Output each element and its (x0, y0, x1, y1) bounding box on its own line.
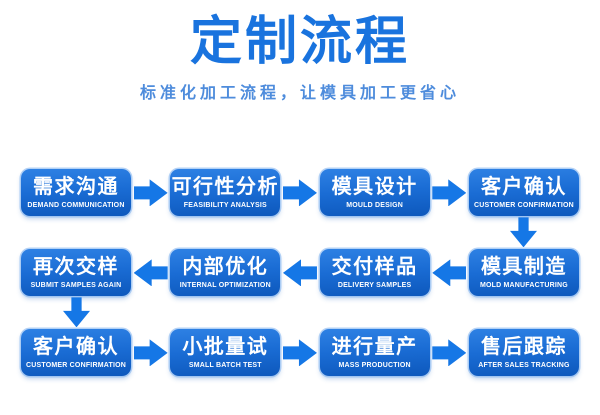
step-label-en: SMALL BATCH TEST (188, 361, 262, 369)
step-label-zh: 模具制造 (480, 255, 567, 278)
step-label-zh: 客户确认 (33, 335, 119, 358)
step-label-zh: 可行性分析 (171, 175, 280, 198)
flow-step-box: 小批量试 SMALL BATCH TEST (170, 329, 281, 377)
custom-process-infographic: 定制流程 标准化加工流程，让模具加工更省心 需求沟通 DEMAND COMMUNI… (0, 13, 600, 415)
page-subtitle: 标准化加工流程，让模具加工更省心 (139, 85, 460, 103)
arrow-down-icon (63, 297, 90, 328)
flow-step-box: 模具制造 MOLD MANUFACTURING (468, 249, 579, 297)
arrow-right-icon (133, 179, 168, 207)
step-label-en: CUSTOMER CONFIRMATION (26, 361, 126, 369)
step-label-en: FEASIBILITY ANALYSIS (183, 201, 267, 209)
flow-step-box: 进行量产 MASS PRODUCTION (319, 329, 430, 377)
step-label-en: AFTER SALES TRACKING (478, 361, 570, 369)
step-label-en: MOLD MANUFACTURING (479, 281, 568, 289)
arrow-right-icon (282, 339, 317, 367)
step-label-en: MASS PRODUCTION (338, 361, 411, 369)
flow-connector (0, 296, 600, 329)
page-title: 定制流程 (189, 13, 410, 71)
step-label-zh: 需求沟通 (33, 175, 119, 198)
flow-step-box: 客户确认 CUSTOMER CONFIRMATION (468, 169, 579, 217)
step-label-zh: 内部优化 (182, 255, 269, 278)
step-label-zh: 小批量试 (182, 335, 269, 358)
flow-step-box: 交付样品 DELIVERY SAMPLES (319, 249, 430, 297)
step-label-zh: 模具设计 (331, 175, 418, 198)
step-label-en: SUBMIT SAMPLES AGAIN (30, 281, 122, 289)
flow-step-box: 售后跟踪 AFTER SALES TRACKING (468, 329, 579, 377)
arrow-right-icon (432, 339, 467, 367)
step-label-zh: 再次交样 (33, 255, 119, 278)
step-label-zh: 交付样品 (331, 255, 418, 278)
flow-step-box: 内部优化 INTERNAL OPTIMIZATION (170, 249, 281, 297)
arrow-right-icon (432, 179, 467, 207)
step-label-en: DELIVERY SAMPLES (337, 281, 412, 289)
arrow-left-icon (282, 259, 317, 287)
step-label-zh: 售后跟踪 (480, 335, 567, 358)
step-label-en: CUSTOMER CONFIRMATION (473, 201, 574, 209)
arrow-right-icon (282, 179, 317, 207)
step-label-zh: 进行量产 (331, 335, 418, 358)
step-label-zh: 客户确认 (480, 175, 567, 198)
flow-step-box: 模具设计 MOULD DESIGN (319, 169, 430, 217)
flow-row-1: 需求沟通 DEMAND COMMUNICATION 可行性分析 FEASIBILITY… (0, 169, 600, 217)
flow-connector (0, 216, 600, 249)
arrow-left-icon (133, 259, 168, 287)
flow-step-box: 需求沟通 DEMAND COMMUNICATION (21, 169, 131, 217)
flow-row-3: 客户确认 CUSTOMER CONFIRMATION 小批量试 SMALL BATCH… (0, 329, 600, 377)
flow-row-2: 再次交样 SUBMIT SAMPLES AGAIN 内部优化 INTERNAL OPT… (0, 249, 600, 297)
flow-step-box: 客户确认 CUSTOMER CONFIRMATION (21, 329, 131, 377)
arrow-down-icon (510, 217, 537, 248)
step-label-en: DEMAND COMMUNICATION (27, 201, 125, 209)
flow-step-box: 再次交样 SUBMIT SAMPLES AGAIN (21, 249, 131, 297)
flow-step-box: 可行性分析 FEASIBILITY ANALYSIS (170, 169, 281, 217)
flowchart: 需求沟通 DEMAND COMMUNICATION 可行性分析 FEASIBILITY… (0, 169, 600, 377)
step-label-en: MOULD DESIGN (346, 201, 404, 209)
arrow-right-icon (133, 339, 168, 367)
step-label-en: INTERNAL OPTIMIZATION (179, 281, 271, 289)
arrow-left-icon (432, 259, 467, 287)
